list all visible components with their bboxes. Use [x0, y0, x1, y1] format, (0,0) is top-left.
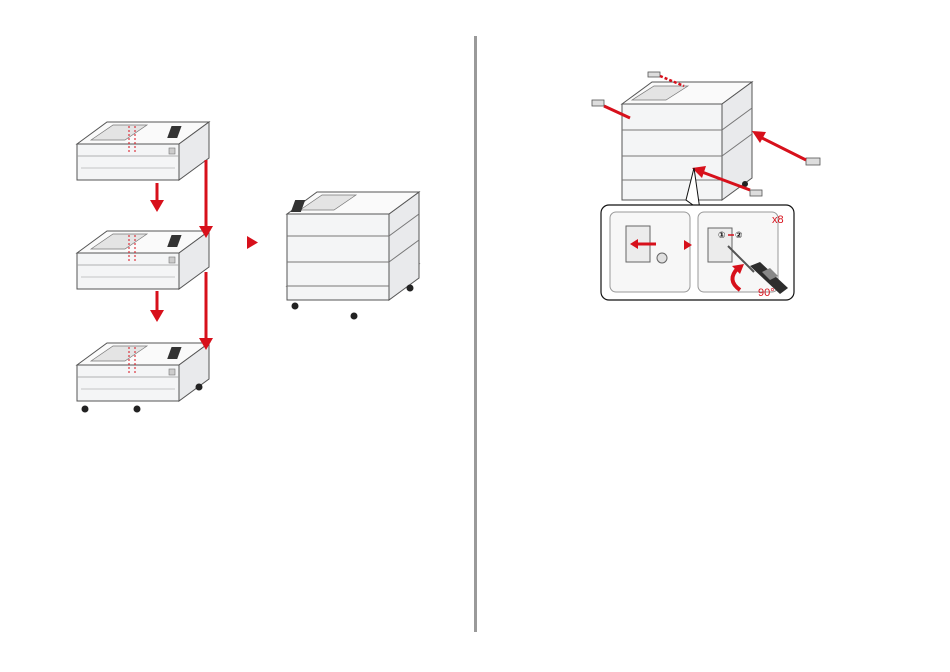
step-two-symbol: ② — [735, 231, 743, 241]
tray-unit-bottom — [77, 343, 209, 413]
down-arrow-icon — [199, 160, 213, 238]
down-arrow-icon — [150, 183, 164, 212]
screw-count-label: x8 — [772, 214, 784, 226]
down-arrow-icon — [150, 291, 164, 322]
screw-icon — [806, 158, 820, 165]
detail-callout: ① ② 90° — [601, 205, 794, 300]
step-triangle-icon — [247, 236, 258, 249]
screw-icon — [750, 190, 762, 196]
step-one-symbol: ① — [718, 231, 726, 241]
screw-icon — [592, 100, 604, 106]
assembled-stack — [287, 192, 419, 320]
tray-unit-top — [77, 122, 209, 180]
column-divider — [474, 36, 477, 632]
rotation-angle-label: 90° — [758, 287, 775, 299]
tray-unit-middle — [77, 231, 209, 289]
down-arrow-icon — [199, 272, 213, 350]
screw-icon — [648, 72, 660, 77]
